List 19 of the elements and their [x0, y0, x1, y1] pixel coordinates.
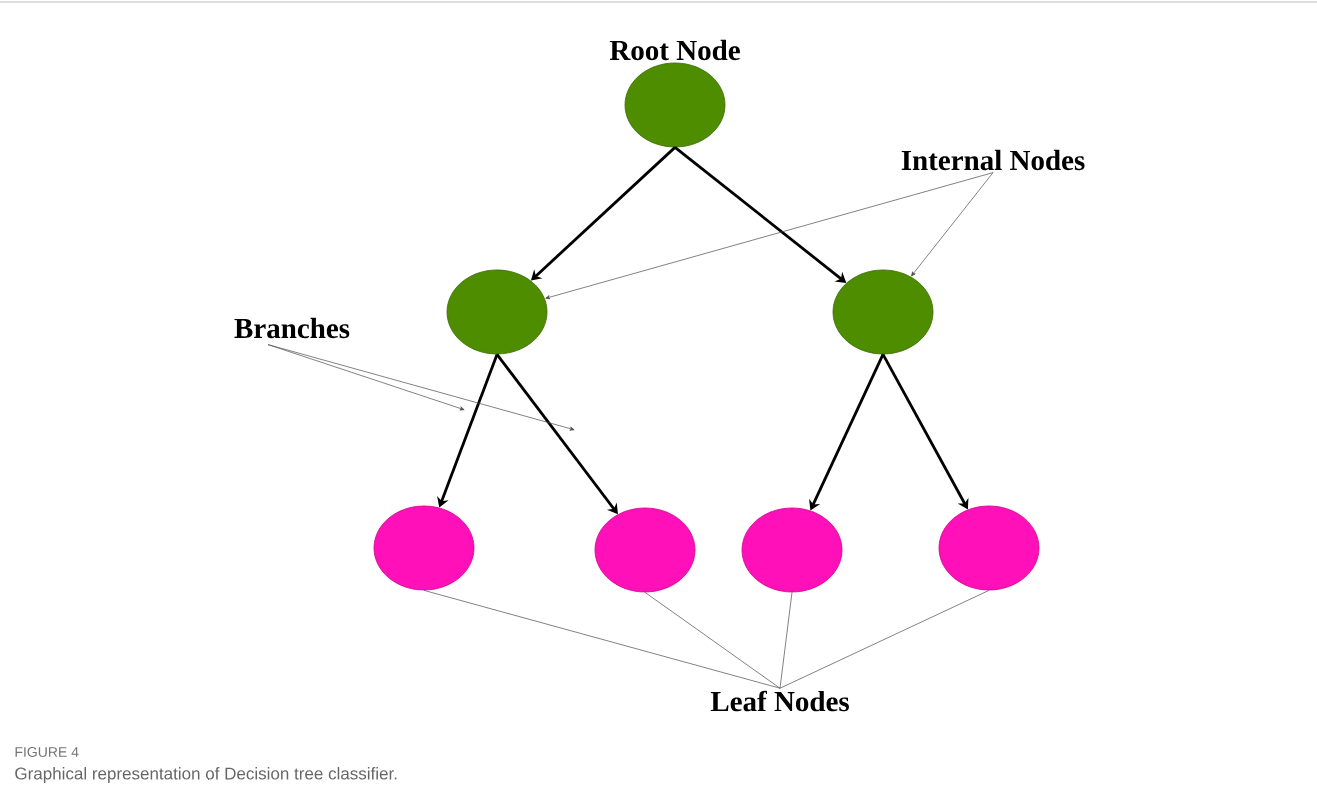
figure-number: FIGURE 4 [15, 747, 79, 757]
caption: Graphical representation of Decision tree classifier. [15, 767, 397, 783]
leader-line [267, 344, 575, 431]
leader-line [644, 592, 781, 689]
leaf-circle [938, 505, 1040, 591]
leader-line [911, 172, 994, 277]
callout-label: Internal Nodes [901, 149, 1085, 171]
leaf-circle [373, 505, 475, 591]
leader-line [779, 590, 990, 689]
leader-line [779, 592, 793, 689]
callout-label: Branches [234, 317, 350, 339]
leaf-circle [594, 507, 696, 593]
leader-line [545, 172, 994, 300]
leaf-circle [741, 507, 843, 593]
leader-line [423, 590, 781, 689]
internal-circle [832, 269, 934, 355]
node-label: Root Node [609, 39, 740, 61]
internal-circle [446, 269, 548, 355]
callout-label: Leaf Nodes [710, 690, 849, 712]
